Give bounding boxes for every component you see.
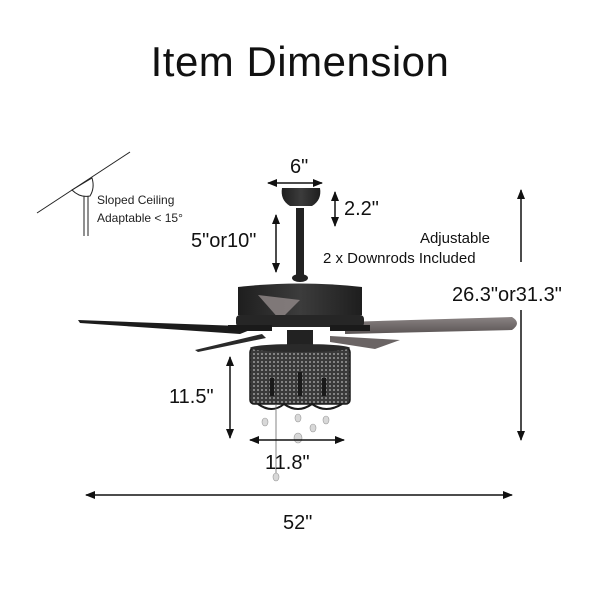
page-title: Item Dimension <box>150 38 450 85</box>
sloped-ceiling-line2: Adaptable < 15° <box>97 211 183 225</box>
downrod-length-label: 5"or10" <box>191 230 257 252</box>
blade-left <box>78 320 250 334</box>
light-kit-width-label: 11.8" <box>265 452 310 474</box>
canopy <box>281 188 321 206</box>
sloped-ceiling-line1: Sloped Ceiling <box>97 193 175 207</box>
downrod <box>296 208 304 280</box>
downrod-note: Adjustable <box>420 228 490 250</box>
sloped-ceiling-icon <box>36 151 131 236</box>
sloped-ceiling-label: Sloped Ceiling Adaptable < 15° <box>97 191 183 227</box>
light-kit-height-label: 11.5" <box>169 386 214 408</box>
motor-housing <box>238 283 362 321</box>
blade-right-lower <box>330 336 400 349</box>
blade-left-lower <box>195 334 266 352</box>
downrod-note-line1: Adjustable <box>419 230 490 247</box>
downrod-note-line2: 2 x Downrods Included <box>323 250 476 267</box>
overall-height-label: 26.3"or31.3" <box>452 284 562 306</box>
canopy-height-label: 2.2" <box>344 198 379 220</box>
canopy-width-label: 6" <box>290 156 309 178</box>
blade-right <box>345 317 517 334</box>
blade-span-label: 52" <box>283 512 313 534</box>
